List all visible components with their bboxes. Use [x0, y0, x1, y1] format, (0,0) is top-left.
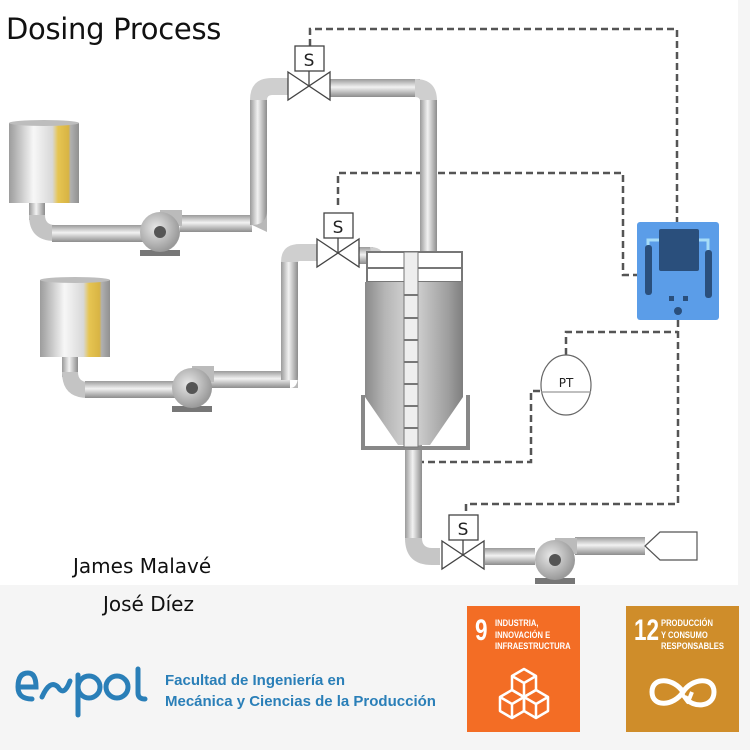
- pump-1: [140, 210, 182, 256]
- controller-icon[interactable]: [637, 222, 719, 320]
- cubes-icon: [498, 667, 550, 720]
- process-diagram: S S S PT: [9, 27, 719, 584]
- author-1: James Malavé: [73, 554, 212, 578]
- pipe-outlet: [405, 440, 645, 565]
- valve-2-label: S: [333, 218, 344, 238]
- sdg-12-text: PRODUCCIÓN Y CONSUMO RESPONSABLES: [661, 618, 724, 653]
- sdg-9-line-2: INNOVACIÓN E: [495, 629, 551, 641]
- sdg-12-line-3: RESPONSABLES: [661, 641, 724, 652]
- sdg-12-line-1: PRODUCCIÓN: [661, 618, 713, 629]
- tank-2: [40, 277, 110, 357]
- valve-3-label: S: [458, 520, 469, 540]
- sdg-9-badge: 9 INDUSTRIA, INNOVACIÓN E INFRAESTRUCTUR…: [467, 606, 580, 732]
- pipe-line-1: [29, 78, 437, 255]
- signal-line-valve1: [308, 27, 679, 222]
- sdg-9-line-3: INFRAESTRUCTURA: [495, 641, 571, 652]
- signal-line-pt-ctrl: [564, 330, 678, 355]
- faculty-name: Facultad de Ingeniería en Mecánica y Cie…: [165, 670, 450, 712]
- sdg-9-line-1: INDUSTRIA,: [495, 618, 539, 629]
- sdg-9-number: 9: [475, 614, 488, 647]
- pump-2: [172, 366, 214, 412]
- silo-mixer: [361, 251, 470, 450]
- signal-lines: [308, 27, 680, 515]
- solenoid-valve-2[interactable]: S: [316, 212, 360, 269]
- pump-3: [535, 538, 577, 584]
- outlet-nozzle: [644, 531, 698, 561]
- pressure-transmitter[interactable]: PT: [540, 354, 592, 416]
- solenoid-valve-3[interactable]: S: [441, 514, 485, 571]
- sdg-12-line-2: Y CONSUMO: [661, 629, 708, 641]
- faculty-line-1: Facultad de Ingeniería en: [165, 672, 346, 689]
- signal-line-valve2: [336, 171, 637, 277]
- page-title: Dosing Process: [6, 12, 222, 46]
- solenoid-valve-1[interactable]: S: [287, 45, 331, 102]
- pipe-line-2: [62, 244, 385, 398]
- tank-1: [9, 120, 79, 203]
- pt-label: PT: [559, 376, 574, 390]
- infinity-icon: [649, 678, 717, 708]
- valve-1-label: S: [304, 51, 315, 71]
- faculty-line-2: Mecánica y Ciencias de la Producción: [165, 693, 436, 710]
- sdg-12-number: 12: [634, 614, 660, 647]
- sdg-9-text: INDUSTRIA, INNOVACIÓN E INFRAESTRUCTURA: [495, 618, 571, 653]
- sdg-12-badge: 12 PRODUCCIÓN Y CONSUMO RESPONSABLES: [626, 606, 739, 732]
- author-2: José Díez: [103, 592, 194, 616]
- espol-logo: [15, 666, 148, 718]
- signal-line-valve3: [464, 320, 680, 515]
